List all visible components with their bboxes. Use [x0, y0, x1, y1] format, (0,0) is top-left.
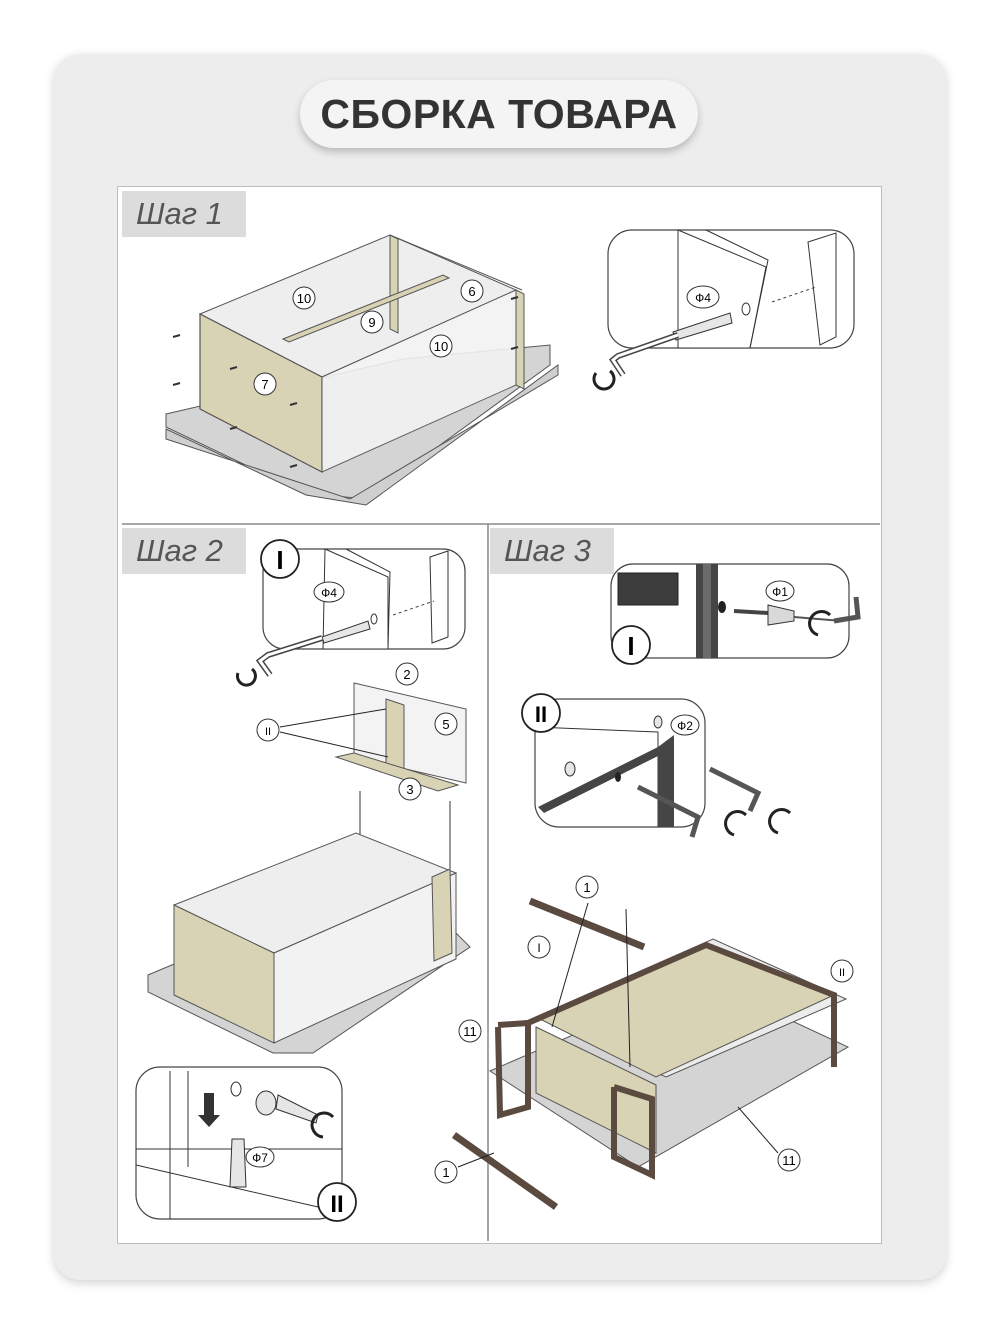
step2-detail-I: Ф4 I	[235, 539, 466, 687]
fastener-size-label: Ф2	[677, 719, 693, 733]
callout: 11	[782, 1153, 796, 1168]
detail-marker: I	[627, 631, 634, 661]
step1-cabinet-drawing	[165, 234, 559, 506]
step3-detail-II: Ф2 II	[521, 693, 792, 838]
callout: 10	[297, 291, 311, 306]
step-label-1: Шаг 1	[122, 191, 246, 237]
fastener-size-label: Ф1	[772, 585, 788, 599]
callout: 6	[468, 284, 475, 299]
assembly-sheet: 10 6 9 10 7 Ф4	[117, 186, 882, 1244]
fastener-size-label: Ф4	[321, 586, 337, 600]
callout: 5	[442, 717, 449, 732]
callout: 9	[368, 315, 375, 330]
detail-marker: II	[535, 702, 547, 727]
step2-detail-II: Ф7 II	[135, 1066, 357, 1222]
step2-cabinet-drawing	[147, 832, 471, 1054]
title-pill: СБОРКА ТОВАРА	[300, 80, 698, 148]
callout: 11	[463, 1024, 477, 1039]
step2-shelf-drawing: 2 5 3 II	[256, 662, 467, 873]
step-label-text: Шаг 3	[504, 533, 591, 568]
fastener-size-label: Ф7	[252, 1151, 268, 1165]
step-label-text: Шаг 2	[136, 533, 223, 568]
step3-detail-I: Ф1 I	[610, 563, 861, 665]
callout: II	[839, 967, 845, 979]
callout: 10	[434, 339, 448, 354]
step-label-2: Шаг 2	[122, 528, 246, 574]
callout: 2	[403, 667, 410, 682]
callout: 1	[583, 880, 590, 895]
callout: 7	[261, 377, 268, 392]
step1-callouts: 10 6 9 10 7	[253, 279, 484, 396]
callout: 3	[406, 782, 413, 797]
callout: I	[537, 941, 540, 955]
callout: II	[265, 726, 271, 738]
step-label-3: Шаг 3	[490, 528, 614, 574]
step1-detail-inset: Ф4	[592, 229, 855, 391]
page-title: СБОРКА ТОВАРА	[320, 90, 678, 137]
detail-marker: II	[330, 1191, 343, 1218]
fastener-size-label: Ф4	[695, 291, 711, 305]
detail-marker: I	[276, 545, 283, 575]
assembly-diagram: 10 6 9 10 7 Ф4	[122, 229, 880, 1241]
step-label-text: Шаг 1	[136, 196, 223, 231]
step3-cabinet-drawing: 1 I 11 II 11 1	[434, 875, 854, 1210]
callout: 1	[442, 1165, 449, 1180]
